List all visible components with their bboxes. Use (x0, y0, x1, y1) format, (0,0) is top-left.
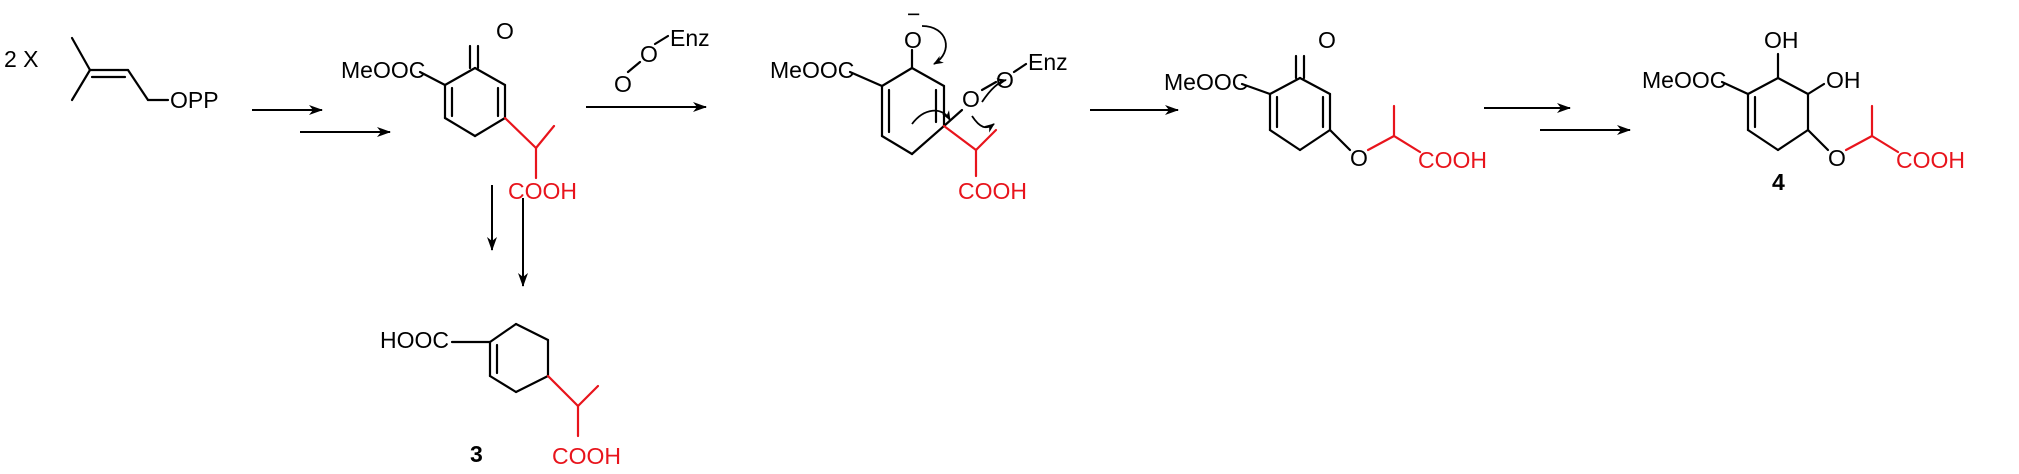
ether-dienone-intermediate: MeOOC O O COOH (1164, 27, 1487, 173)
step-arrows-1 (252, 105, 391, 137)
peroxo-oxygen: O (640, 41, 658, 67)
cooh-label: COOH (1418, 147, 1487, 173)
curly-arrow-2 (911, 109, 951, 125)
hooc-label: HOOC (380, 327, 449, 353)
peroxide-oxygen-1: O (962, 86, 980, 112)
step-arrows-4 (1484, 103, 1631, 135)
cooh-label: COOH (958, 178, 1027, 204)
ether-oxygen: O (1350, 145, 1368, 171)
meooc-label: MeOOC (341, 57, 425, 83)
prenyl-diphosphate: 2 X OPP (4, 36, 219, 113)
enolate-peroxide-intermediate: MeOOC O − O O Enz COOH (770, 1, 1068, 204)
meooc-label: MeOOC (770, 57, 854, 83)
keto-oxygen: O (1318, 27, 1336, 53)
negative-charge: − (907, 1, 920, 27)
compound-4-label: 4 (1772, 169, 1785, 195)
cooh-label: COOH (508, 178, 577, 204)
enzyme-label: Enz (670, 25, 710, 51)
step-arrows-down (487, 185, 528, 287)
cooh-label: COOH (1896, 147, 1965, 173)
peroxo-oxygen: O (614, 71, 632, 97)
meooc-label: MeOOC (1164, 69, 1248, 95)
ether-oxygen: O (1828, 145, 1846, 171)
curly-arrow-1 (921, 25, 947, 65)
multiplier-label: 2 X (4, 46, 39, 72)
oxygenation-step: O O Enz (586, 25, 710, 112)
keto-oxygen: O (496, 18, 514, 44)
compound-4-structure: MeOOC OH OH O COOH 4 (1642, 27, 1965, 195)
cyclohexadienone-intermediate: MeOOC O COOH (341, 18, 577, 204)
compound-3-structure: HOOC COOH 3 (380, 322, 621, 469)
opp-label: OPP (170, 87, 219, 113)
curly-arrow-4 (971, 115, 995, 133)
meooc-label: MeOOC (1642, 67, 1726, 93)
hydroxyl-label: OH (1764, 27, 1799, 53)
cooh-label: COOH (552, 443, 621, 469)
enolate-oxygen: O (904, 27, 922, 53)
hydroxyl-label: OH (1826, 67, 1861, 93)
enzyme-label: Enz (1028, 49, 1068, 75)
compound-3-label: 3 (470, 441, 483, 467)
curly-arrow-3 (981, 78, 1007, 103)
